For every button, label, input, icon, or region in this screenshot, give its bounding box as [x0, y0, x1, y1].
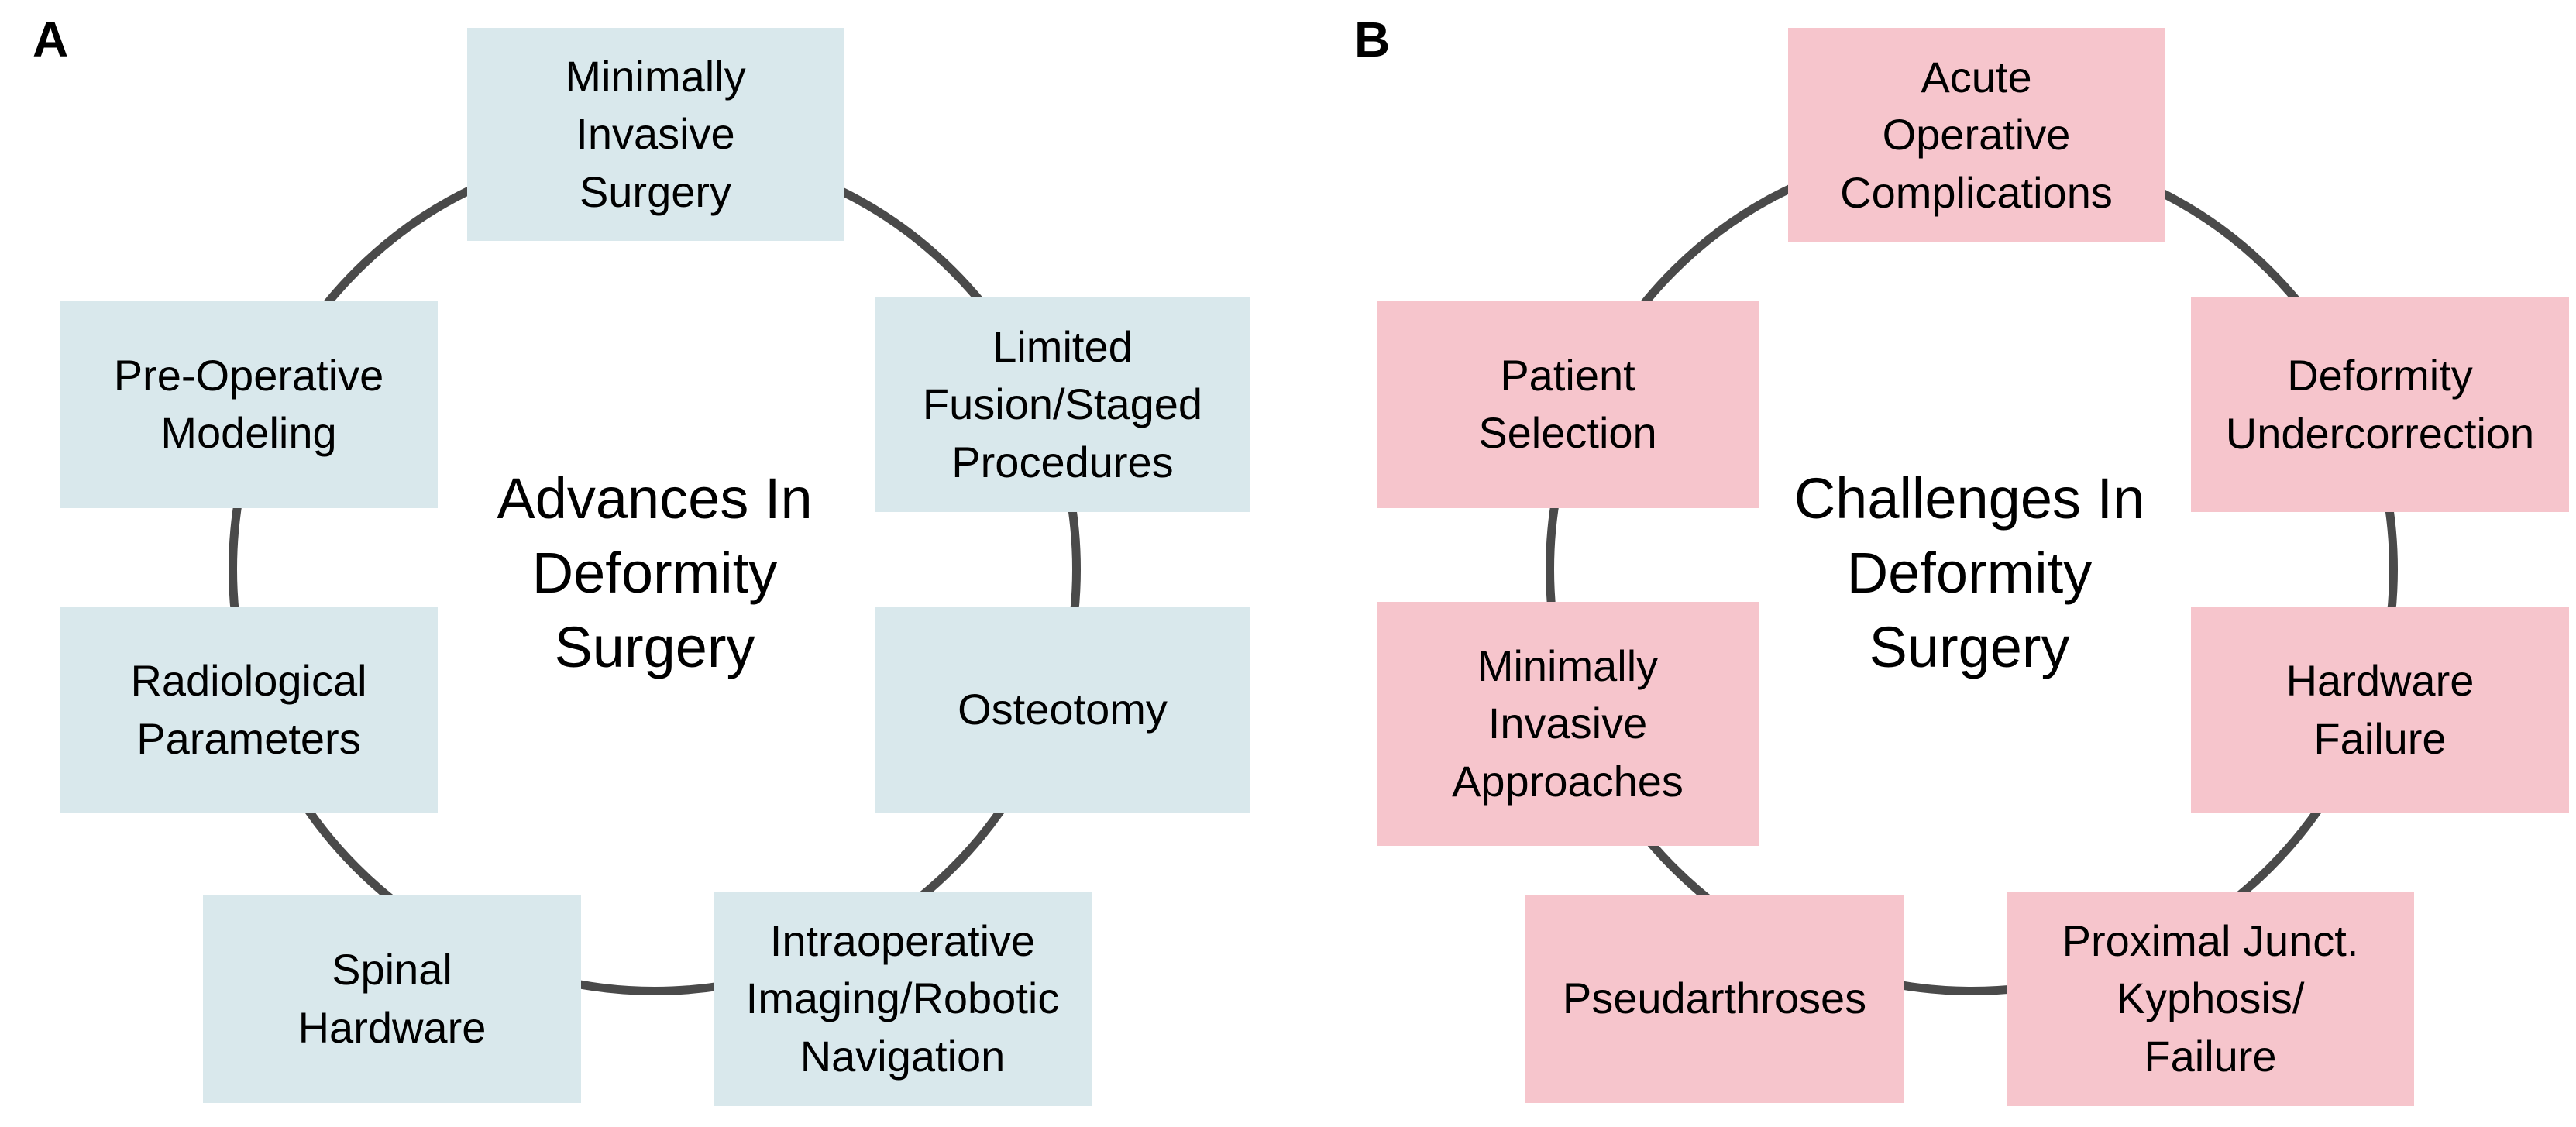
node-osteotomy: Osteotomy [875, 607, 1250, 813]
node-pre-operative-modeling: Pre-Operative Modeling [60, 301, 438, 508]
node-spinal-hardware: Spinal Hardware [203, 895, 581, 1103]
panel-a-label: A [33, 12, 70, 67]
panel-b-title: Challenges In Deformity Surgery [1794, 466, 2145, 680]
panel-b-label: B [1354, 12, 1391, 67]
node-intraoperative-imaging-robotic-navigation: Intraoperative Imaging/Robotic Navigatio… [714, 892, 1092, 1106]
node-patient-selection: Patient Selection [1377, 301, 1759, 508]
node-radiological-parameters: Radiological Parameters [60, 607, 438, 813]
node-minimally-invasive-surgery: Minimally Invasive Surgery [467, 28, 844, 241]
panel-a-title: Advances In Deformity Surgery [497, 466, 813, 680]
node-pseudarthroses: Pseudarthroses [1525, 895, 1904, 1103]
node-acute-operative-complications: Acute Operative Complications [1788, 28, 2165, 242]
node-proximal-junct-kyphosis-failure: Proximal Junct. Kyphosis/ Failure [2007, 892, 2414, 1106]
node-minimally-invasive-approaches: Minimally Invasive Approaches [1377, 602, 1759, 846]
node-deformity-undercorrection: Deformity Undercorrection [2191, 297, 2569, 512]
node-limited-fusion-staged-procedures: Limited Fusion/Staged Procedures [875, 297, 1250, 512]
node-hardware-failure: Hardware Failure [2191, 607, 2569, 813]
